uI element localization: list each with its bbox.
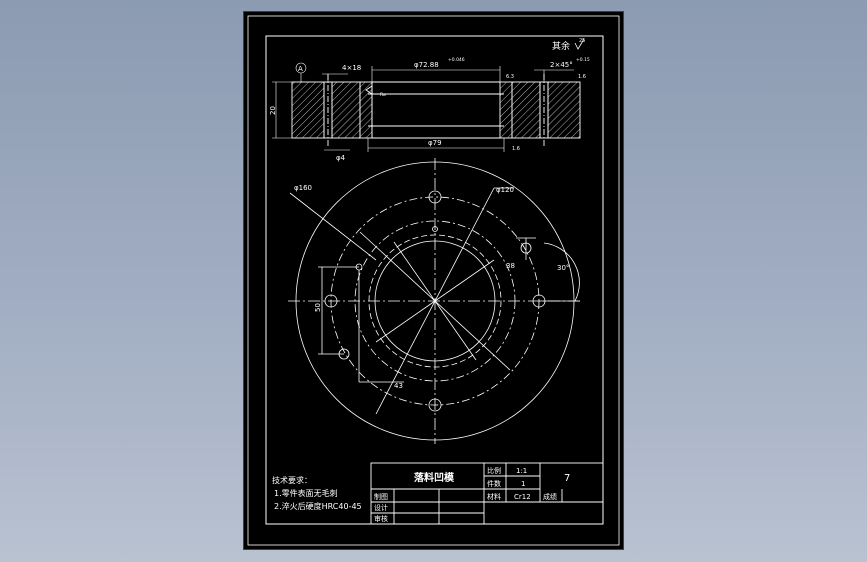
roughness-symbol-value: 25 [579,38,585,44]
qty-label: 件数 [487,479,501,488]
plan-view [288,158,582,444]
dim-50: 50 [314,303,322,312]
material-label: 材料 [487,492,501,501]
dim-rough-mid: 6.3 [506,74,514,80]
dim-rough-bottom: 1.6 [512,146,520,152]
dim-phi120: φ120 [496,186,514,194]
dim-43: 43 [394,382,403,390]
drawing-number: 7 [564,473,570,484]
tech-req-line2: 2.淬火后硬度HRC40-45 [274,501,362,511]
weight-label: 成绩 [543,492,557,501]
dim-height: 20 [269,106,277,115]
tech-req-line1: 1.零件表面无毛刺 [274,488,338,498]
dim-chamfer-right: 2×45° [550,61,573,69]
review-label: 审核 [374,514,388,523]
scale-label: 比例 [487,466,501,475]
dim-38: 38 [506,262,515,270]
cad-drawing: 其余 25 [247,15,620,546]
dim-left-small: Ra [380,92,386,98]
outer-frame [247,15,620,546]
title-block [370,462,604,525]
section-dims [272,62,574,152]
qty-value: 1 [521,480,525,488]
dim-holes-depth: φ4 [336,154,346,162]
draw-label: 制图 [374,492,388,501]
dim-chamfer-tol: +0.15 [576,57,590,63]
dim-phi160: φ160 [294,184,312,192]
roughness-note: 其余 [552,40,570,52]
material-value: Cr12 [514,493,531,501]
dim-phi-top: φ72.88 [414,61,439,69]
dim-phi-bottom: φ79 [428,139,442,147]
section-view [291,74,581,146]
design-label: 设计 [374,503,388,512]
dim-angle30: 30° [557,264,569,272]
dim-chamfer-rough: 1.6 [578,74,586,80]
roughness-symbol-icon [574,38,585,50]
dim-phi-top-tol: +0.046 [448,57,465,63]
tech-req-title: 技术要求： [272,475,312,485]
dim-holes-top: 4×18 [342,64,361,72]
scale-value: 1:1 [516,467,527,475]
part-name: 落料凹模 [414,471,455,484]
section-label: A [298,65,303,73]
drawing-sheet: 其余 25 [244,12,623,549]
